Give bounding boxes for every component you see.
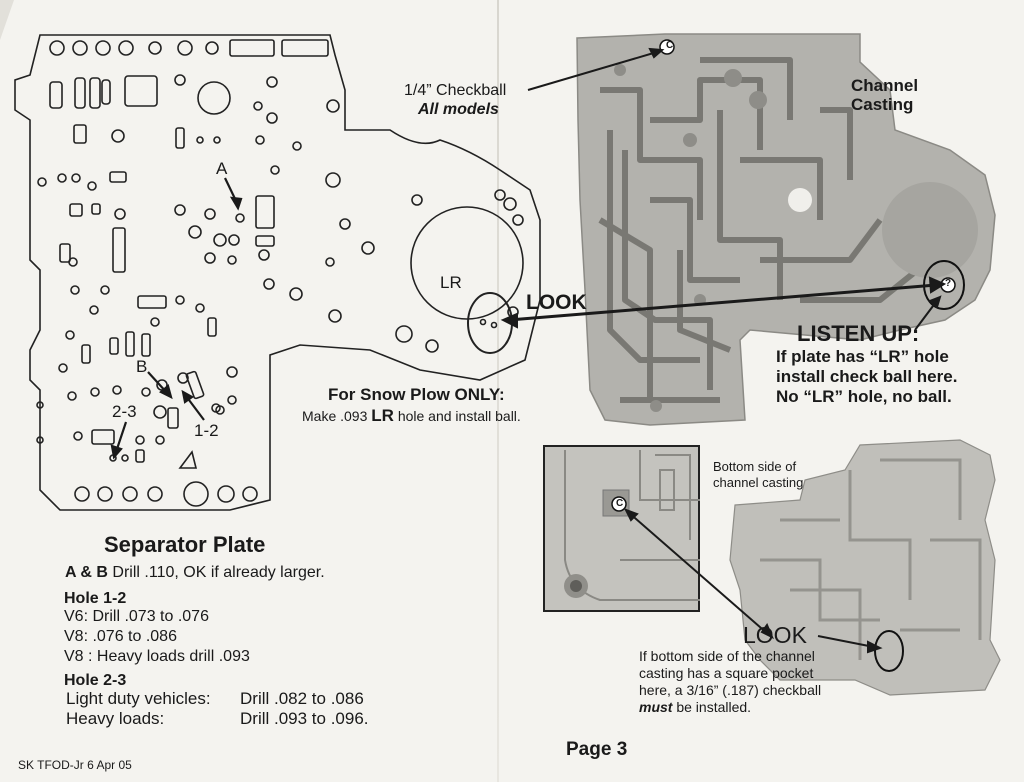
label-lr: LR [440,273,462,292]
label-hole-2-3: 2-3 [112,402,137,421]
channel-casting-photo [500,33,996,426]
channel-casting-line2: Casting [851,95,914,114]
checkball-line1: 1/4” Checkball [404,82,507,99]
page-number: Page 3 [566,739,628,760]
label-hole-1-2: 1-2 [194,421,219,440]
light-duty-value: Drill .082 to .086 [240,689,364,708]
checkball-line2: All models [418,101,499,118]
separator-title: Separator Plate [104,532,266,557]
snow-plow-title: For Snow Plow ONLY: [328,385,505,404]
page-fold [497,0,499,782]
bottom-note-line2: casting has a square pocket [639,665,814,681]
listen-up-line1: If plate has “LR” hole [776,347,949,366]
hole12-v6: V6: Drill .073 to .076 [64,608,209,625]
bottom-note-line3: here, a 3/16” (.187) checkball [639,682,822,698]
checkball-marker-c: C [666,40,674,51]
label-a: A [216,159,228,178]
bottom-side-line1: Bottom side of [713,459,797,474]
snow-plow-note: Make .093 LR hole and install ball. [302,406,521,425]
inset-marker-c: C [616,498,624,509]
bottom-side-line2: channel casting [713,475,804,490]
listen-up-title: LISTEN UP: [797,321,920,346]
listen-up-line3: No “LR” hole, no ball. [776,387,952,406]
bottom-note-line4: must be installed. [639,699,752,715]
heavy-loads-value: Drill .093 to .096. [240,709,369,728]
page-corner [0,0,14,40]
separator-plate-diagram [14,34,541,511]
look-bottom: LOOK [743,622,807,648]
hole12-v8-heavy: V8 : Heavy loads drill .093 [64,648,250,665]
light-duty-label: Light duty vehicles: [66,689,211,708]
bottom-look-ellipse [874,630,904,672]
heavy-loads-label: Heavy loads: [66,709,165,728]
plate-large-bore [410,206,524,320]
look-top: LOOK [526,291,587,314]
label-b: B [136,357,148,376]
listen-up-line2: install check ball here. [776,367,958,386]
footer-code: SK TFOD-Jr 6 Apr 05 [18,758,132,772]
channel-casting-line1: Channel [851,76,919,95]
plate-outline [14,34,541,511]
listen-up-marker: ? [945,278,952,289]
hole12-title: Hole 1-2 [64,590,127,607]
hole12-v8: V8: .076 to .086 [64,628,177,645]
bottom-note-line1: If bottom side of the channel [639,648,815,664]
ab-instruction: A & B Drill .110, OK if already larger. [65,564,325,581]
hole23-title: Hole 2-3 [64,672,127,689]
